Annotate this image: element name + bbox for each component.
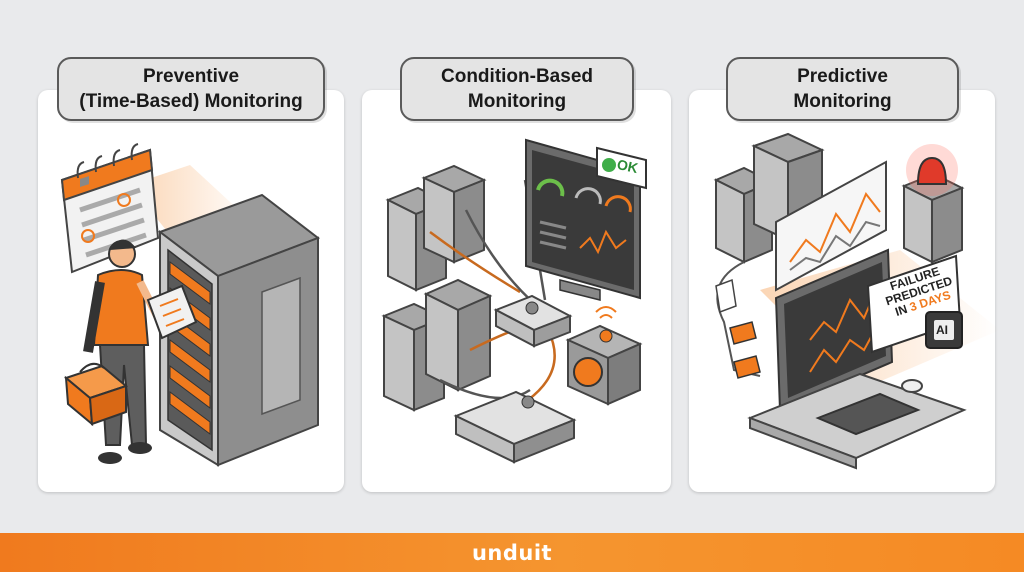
monitor-dashboard	[525, 138, 641, 301]
ok-badge	[596, 146, 647, 190]
server-rack-icon	[713, 132, 965, 264]
toolbox-icon	[63, 362, 129, 427]
calendar-icon	[60, 143, 160, 274]
cooling-fan-icon	[565, 306, 643, 406]
title-line-1: Preventive	[142, 66, 240, 87]
ai-label: AI	[936, 323, 948, 337]
folder-icon	[729, 321, 761, 379]
title-line-2: (Time-Based) Monitoring	[79, 91, 303, 112]
ai-chip-icon	[925, 311, 963, 349]
mouse-icon	[901, 379, 923, 393]
network-switch-icon	[453, 294, 577, 464]
alarm-light-icon	[906, 144, 958, 196]
chart-icon	[775, 160, 887, 292]
technician-icon	[83, 239, 162, 464]
gauge-icon	[536, 178, 632, 213]
title-line-1: Predictive	[797, 66, 888, 87]
title-preventive: Preventive (Time-Based) Monitoring	[57, 57, 325, 121]
server-rack-icon	[381, 164, 493, 412]
unduit-logo[interactable]: unduit	[471, 540, 553, 565]
server-rack-icon	[157, 193, 321, 467]
document-icon	[715, 278, 737, 314]
keyboard-icon	[815, 392, 921, 436]
title-line-2: Monitoring	[467, 91, 567, 112]
title-line-2: Monitoring	[793, 91, 892, 112]
clipboard-icon	[146, 284, 198, 340]
footer-bar: unduit	[0, 533, 1024, 572]
title-line-1: Condition-Based	[441, 66, 593, 87]
